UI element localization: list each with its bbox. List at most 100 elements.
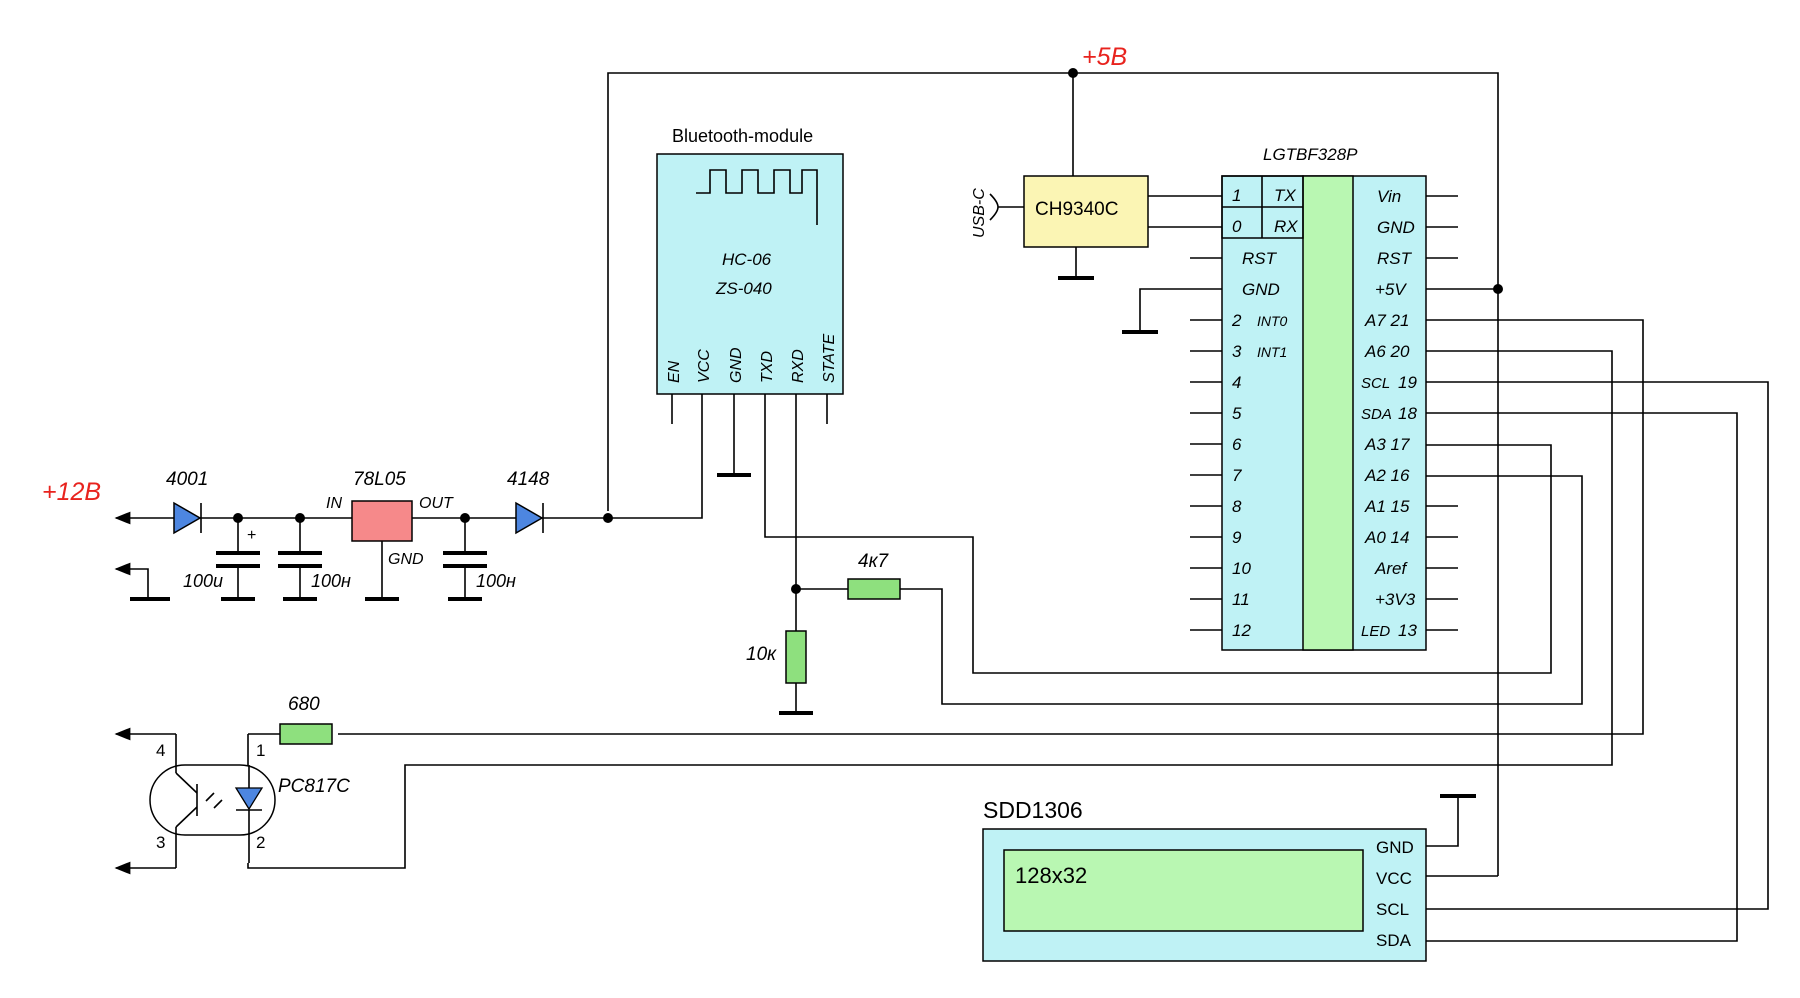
opto-part-label: PC817C	[278, 776, 350, 797]
usb-bridge	[989, 175, 1222, 280]
mcu-right-wires	[247, 319, 1769, 942]
diode-4148	[515, 501, 544, 535]
opto-pin-2: 2	[256, 833, 265, 852]
mcu-pin-a3: A3 17	[1364, 435, 1410, 454]
mcu-pin-sda: SDA	[1361, 406, 1392, 423]
diode-4001	[173, 501, 202, 535]
mcu-pin-int1: INT1	[1257, 344, 1287, 360]
display-resolution: 128x32	[1015, 863, 1087, 888]
bluetooth-module	[608, 153, 1552, 674]
mcu-pin-scl: SCL	[1361, 375, 1390, 392]
capacitor-100u	[216, 513, 260, 601]
antenna-icon	[696, 169, 818, 225]
display-pin-sda: SDA	[1376, 931, 1412, 950]
mcu-pin-a7: A7 21	[1364, 311, 1409, 330]
diode-icon	[173, 501, 202, 535]
mcu-pin-12: 12	[1232, 621, 1251, 640]
display-pin-vcc: VCC	[1376, 869, 1412, 888]
r680-label: 680	[288, 694, 320, 715]
bt-model2: ZS-040	[715, 279, 772, 298]
junction-5v-mcu	[1493, 284, 1503, 294]
mcu-pin-7: 7	[1232, 466, 1242, 485]
bt-pin-labels: EN VCC GND TXD RXD STATE	[666, 333, 838, 383]
opto-pin-3: 3	[156, 833, 165, 852]
resistor-680	[279, 723, 333, 745]
oled-display	[982, 794, 1498, 962]
bt-pin-txd: TXD	[759, 351, 776, 383]
optocoupler	[114, 723, 333, 875]
uart-tx-label: TX	[1274, 186, 1296, 205]
usb-c-icon	[989, 193, 999, 221]
mcu-pin-9: 9	[1232, 528, 1242, 547]
mcu-pin-vin: Vin	[1377, 187, 1401, 206]
diode-icon	[515, 501, 544, 535]
mcu-pin-5: 5	[1232, 404, 1242, 423]
mcu-title: LGTBF328P	[1263, 145, 1358, 164]
regulator-78l05	[351, 500, 413, 601]
uart-tx-num: 1	[1232, 186, 1241, 205]
cap1-polarity: +	[247, 527, 256, 544]
resistor-10k	[785, 630, 807, 684]
usb-chip-label: CH9340C	[1035, 199, 1118, 220]
mcu-pin-led: LED	[1361, 623, 1390, 640]
junction-5v	[1068, 68, 1078, 78]
mcu-left-labels: 1 TX 0 RX RST GND 2 INT0 3 INT1 4 5 6 7 …	[1231, 186, 1298, 640]
bt-pin-rxd: RXD	[790, 349, 807, 383]
mcu-pin-10: 10	[1232, 559, 1251, 578]
display-pin-gnd: GND	[1376, 838, 1414, 857]
mcu-pin-gnd: GND	[1242, 280, 1280, 299]
label-5v: +5В	[1082, 43, 1127, 71]
mcu-pin-5v: +5V	[1375, 280, 1407, 299]
opto-pin-1: 1	[256, 741, 265, 760]
mcu-pin-18: 18	[1398, 404, 1417, 423]
label-12v: +12В	[42, 478, 101, 506]
usb-connector-label: USB-C	[971, 188, 988, 238]
cap3-label: 100н	[476, 571, 516, 591]
bt-pin-state: STATE	[821, 333, 838, 383]
mcu-pin-aref: Aref	[1374, 559, 1408, 578]
r4k7-label: 4к7	[858, 551, 890, 572]
mcu-pin-rst: RST	[1242, 249, 1278, 268]
mcu-pin-rst-r: RST	[1377, 249, 1413, 268]
opto-pin-4: 4	[156, 741, 165, 760]
bluetooth-title: Bluetooth-module	[672, 126, 813, 146]
mcu-pin-a0: A0 14	[1364, 528, 1409, 547]
r10k-label: 10к	[746, 644, 777, 665]
mcu-pin-6: 6	[1232, 435, 1242, 454]
mcu-right-stubs	[1426, 195, 1458, 631]
display-title: SDD1306	[983, 797, 1083, 823]
bt-pin-gnd: GND	[728, 347, 745, 383]
cap1-label: 100u	[183, 571, 223, 591]
mcu-pin-19: 19	[1398, 373, 1417, 392]
uart-rx-label: RX	[1274, 217, 1298, 236]
voltage-divider	[779, 475, 1583, 715]
bt-pin-vcc: VCC	[696, 349, 713, 383]
capacitor-100n-1	[278, 513, 322, 601]
mcu-pin-a6: A6 20	[1364, 342, 1410, 361]
mcu-right-labels: Vin GND RST +5V A7 21 A6 20 SCL 19 SDA 1…	[1361, 187, 1417, 640]
capacitor-100n-2	[443, 513, 487, 601]
mcu-body	[1221, 175, 1427, 651]
bt-pin-en: EN	[666, 360, 683, 383]
mcu-pin-4: 4	[1232, 373, 1241, 392]
wire-5v-rail	[607, 68, 1503, 876]
mcu-left-stubs	[1122, 257, 1222, 631]
resistor-4k7	[847, 578, 901, 600]
mcu-pin-8: 8	[1232, 497, 1242, 516]
mcu-pin-gnd-r: GND	[1377, 218, 1415, 237]
regulator-label: 78L05	[353, 469, 406, 490]
mcu-pin-2: 2	[1231, 311, 1242, 330]
mcu-pin-a1: A1 15	[1364, 497, 1410, 516]
display-pin-scl: SCL	[1376, 900, 1409, 919]
uart-rx-num: 0	[1232, 217, 1242, 236]
reg-in-label: IN	[326, 495, 342, 512]
diode1-label: 4001	[166, 469, 208, 490]
cap2-label: 100н	[311, 571, 351, 591]
mcu-pin-a2: A2 16	[1364, 466, 1410, 485]
reg-out-label: OUT	[419, 495, 454, 512]
mcu-pin-11: 11	[1232, 590, 1250, 609]
reg-gnd-label: GND	[388, 551, 424, 568]
mcu-pin-int0: INT0	[1257, 313, 1288, 329]
mcu-pin-3v3: +3V3	[1375, 590, 1416, 609]
